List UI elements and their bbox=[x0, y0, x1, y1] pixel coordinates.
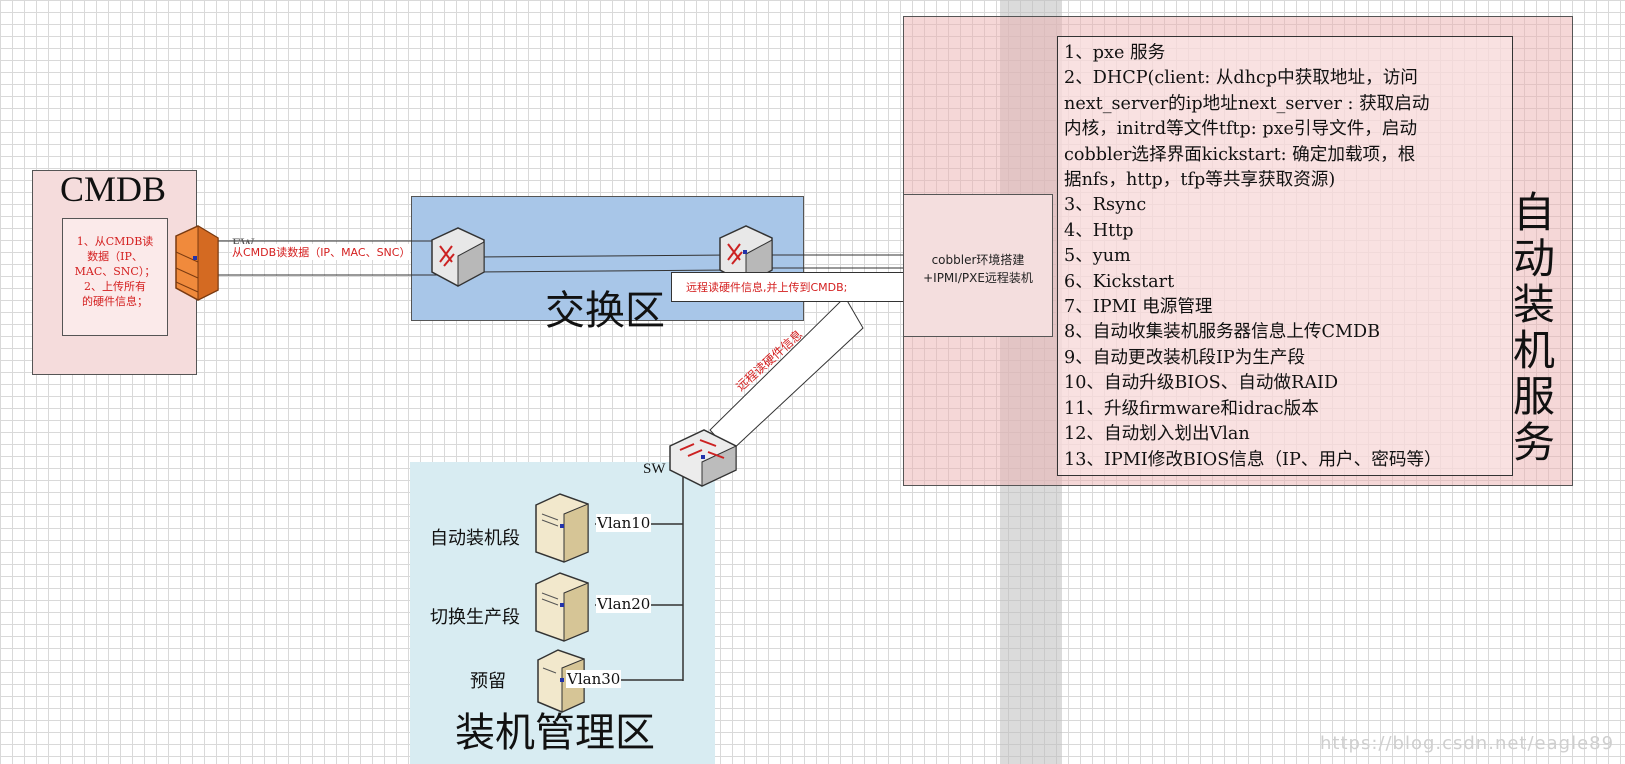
server-icon bbox=[535, 493, 589, 563]
cobbler-line: +IPMI/PXE远程装机 bbox=[923, 271, 1033, 285]
service-item: 11、升级firmware和idrac版本 bbox=[1064, 398, 1319, 419]
service-item: 7、IPMI 电源管理 bbox=[1064, 297, 1213, 318]
cmdb-note-line: 数据（IP、 bbox=[87, 250, 143, 263]
mgmt-zone-label: 装机管理区 bbox=[455, 710, 655, 756]
link-label-remote-upload: 远程读硬件信息,并上传到CMDB; bbox=[671, 272, 908, 302]
link-label-cmdb-read: 从CMDB读数据（IP、MAC、SNC） bbox=[232, 244, 411, 260]
link-router-router bbox=[474, 254, 731, 258]
segment-label: 自动装机段 bbox=[430, 528, 520, 549]
service-item: 13、IPMI修改BIOS信息（IP、用户、密码等） bbox=[1064, 449, 1442, 470]
service-item: 内核，initrd等文件tftp: pxe引导文件，启动 bbox=[1064, 119, 1418, 140]
service-item: 2、DHCP(client: 从dhcp中获取地址，访问 bbox=[1064, 68, 1418, 89]
cobbler-box: cobbler环境搭建 +IPMI/PXE远程装机 bbox=[903, 194, 1053, 337]
service-item: 5、yum bbox=[1064, 246, 1131, 267]
segment-label: 预留 bbox=[470, 671, 506, 692]
service-item: 6、Kickstart bbox=[1064, 271, 1175, 292]
vlan-label: Vlan20 bbox=[596, 595, 652, 613]
exchange-zone-label: 交换区 bbox=[545, 288, 665, 334]
switch-icon bbox=[669, 429, 737, 487]
service-item: 1、pxe 服务 bbox=[1064, 43, 1166, 63]
cmdb-note-line: 1、从CMDB读 bbox=[76, 235, 154, 248]
service-item: 据nfs，http，tfp等共享获取资源) bbox=[1064, 170, 1336, 191]
router-icon bbox=[431, 227, 485, 287]
service-item: 9、自动更改装机段IP为生产段 bbox=[1064, 347, 1306, 368]
segment-label: 切换生产段 bbox=[430, 607, 520, 628]
cmdb-note-line: MAC、SNC）； bbox=[74, 265, 156, 278]
service-item: cobbler选择界面kickstart: 确定加载项，根 bbox=[1064, 144, 1416, 165]
service-item: 4、Http bbox=[1064, 220, 1134, 241]
service-list: 1、pxe 服务 2、DHCP(client: 从dhcp中获取地址，访问 ne… bbox=[1057, 36, 1513, 476]
cmdb-note-line: 的硬件信息； bbox=[82, 295, 148, 308]
cobbler-line: cobbler环境搭建 bbox=[931, 253, 1025, 267]
service-item: 3、Rsync bbox=[1064, 195, 1147, 216]
cmdb-note: 1、从CMDB读 数据（IP、 MAC、SNC）； 2、上传所有 的硬件信息； bbox=[62, 218, 168, 336]
auto-service-label: 自动装机服务 bbox=[1513, 188, 1556, 467]
link-router-router bbox=[474, 269, 731, 273]
cmdb-title: CMDB bbox=[60, 169, 167, 209]
service-item: 8、自动收集装机服务器信息上传CMDB bbox=[1064, 322, 1381, 343]
service-item: 12、自动划入划出Vlan bbox=[1064, 424, 1250, 445]
watermark: https://blog.csdn.net/eagle89 bbox=[1320, 733, 1615, 754]
service-item: next_server的ip地址next_server : 获取启动 bbox=[1064, 93, 1430, 114]
server-icon bbox=[535, 572, 589, 642]
firewall-icon bbox=[175, 225, 219, 301]
router-icon bbox=[719, 225, 773, 285]
link-switch-diagonal bbox=[709, 296, 864, 453]
cmdb-note-line: 2、上传所有 bbox=[84, 280, 146, 293]
service-item: 10、自动升级BIOS、自动做RAID bbox=[1064, 373, 1339, 394]
vlan-label: Vlan30 bbox=[566, 670, 622, 688]
vlan-label: Vlan10 bbox=[596, 514, 652, 532]
switch-label: SW bbox=[643, 461, 666, 477]
